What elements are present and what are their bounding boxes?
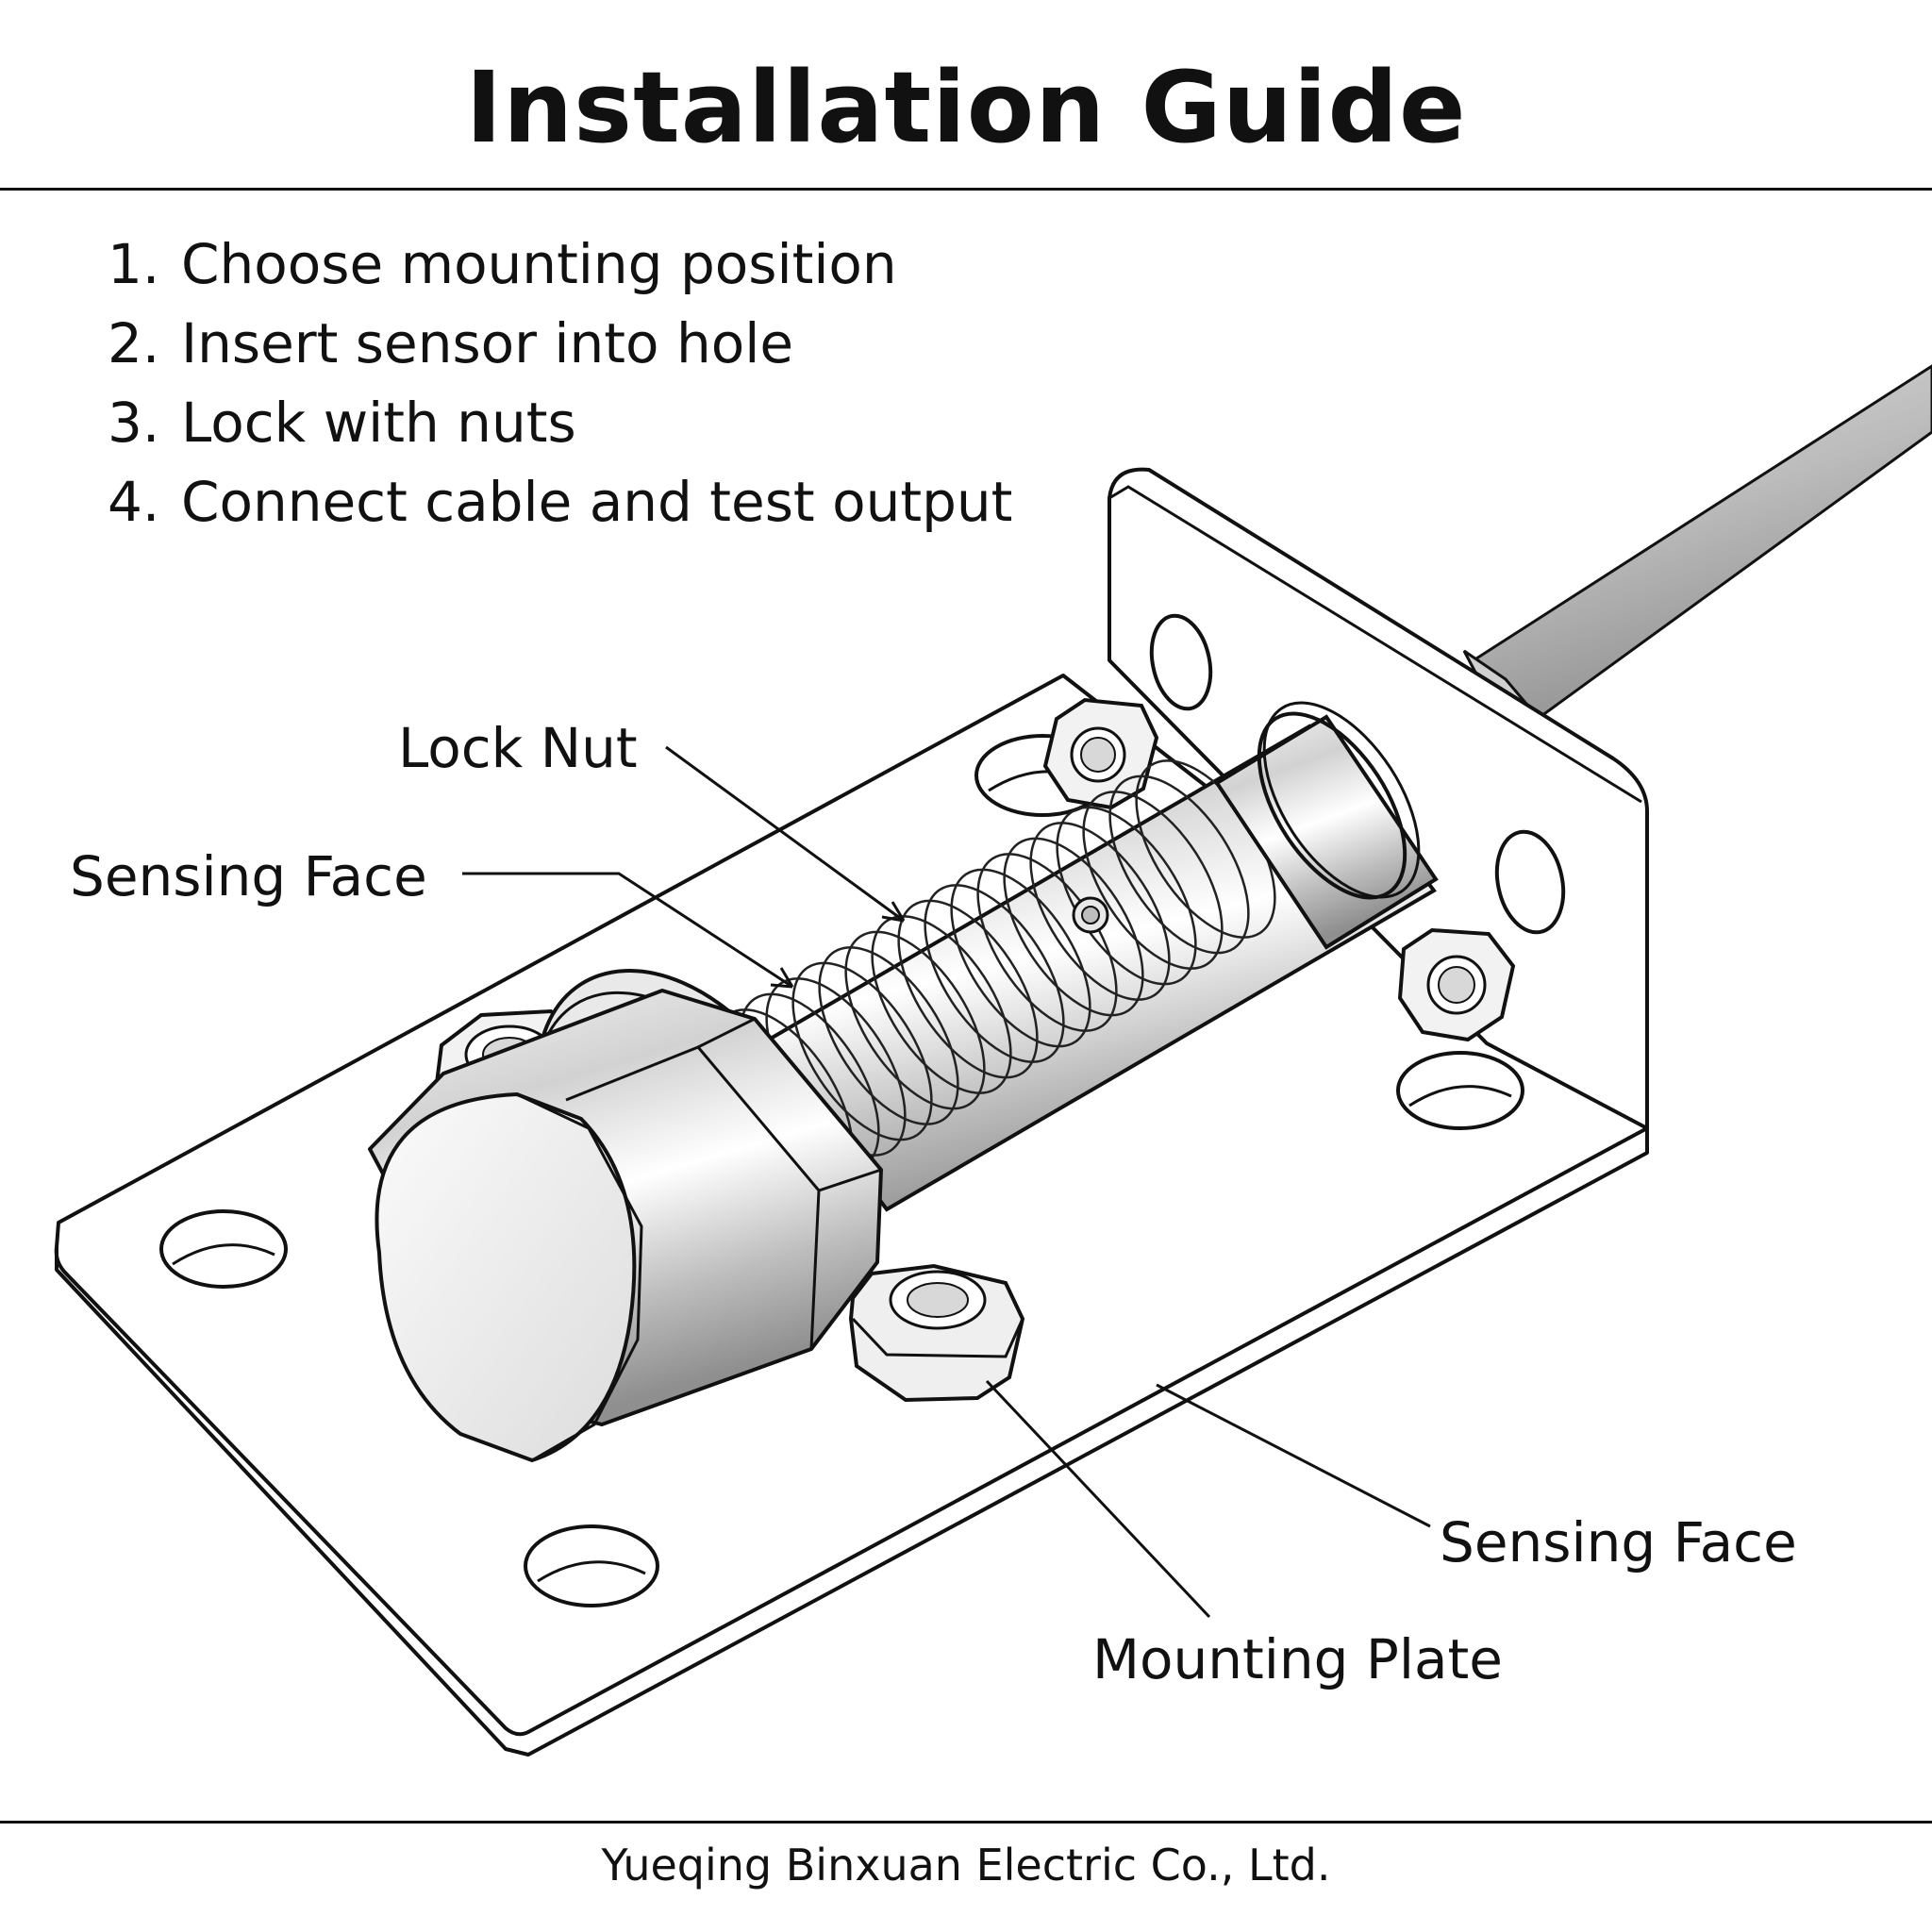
sensing-face-leader: [462, 872, 793, 989]
installation-steps: 1. Choose mounting position 2. Insert sens…: [108, 225, 1012, 541]
thread-ring: [791, 961, 933, 1141]
company-name: Yueqing Binxuan Electric Co., Ltd.: [601, 1840, 1331, 1890]
thread-ring: [818, 946, 959, 1125]
step-text: Lock with nuts: [181, 391, 576, 455]
hex-nut: [1397, 927, 1516, 1042]
thread-ring: [950, 868, 1091, 1048]
title-divider: [0, 188, 1932, 191]
plate-hole: [159, 1209, 288, 1289]
hex-nut: [848, 1263, 1025, 1403]
thread-ring: [1003, 837, 1144, 1017]
step-number: 4.: [108, 470, 160, 534]
step-text: Insert sensor into hole: [181, 311, 794, 375]
callout-lines: [462, 745, 1431, 1619]
lock-nut-assembly: [368, 969, 883, 1463]
thread-ring: [871, 915, 1012, 1094]
step-item: 3. Lock with nuts: [108, 383, 1012, 462]
plate-hole: [524, 1524, 659, 1607]
thread-ring: [1108, 774, 1250, 955]
step-item: 2. Insert sensor into hole: [108, 304, 1012, 383]
mounting-plate-label: Mounting Plate: [1092, 1627, 1503, 1691]
lock-nut-leader: [665, 745, 905, 923]
footer-divider: [0, 1821, 1932, 1824]
sensor-cable: [1462, 364, 1932, 750]
sensing-face-arrow: [770, 967, 794, 989]
sensing-face-label-right: Sensing Face: [1440, 1510, 1797, 1574]
step-number: 3.: [108, 391, 160, 455]
step-item: 1. Choose mounting position: [108, 225, 1012, 304]
plate-hole: [1396, 1051, 1524, 1130]
mounting-plate-leader: [985, 1379, 1211, 1619]
thread-ring: [844, 930, 986, 1110]
step-text: Choose mounting position: [181, 232, 897, 296]
step-text: Connect cable and test output: [181, 470, 1013, 534]
page-title: Installation Guide: [465, 50, 1467, 165]
thread-ring: [924, 884, 1065, 1063]
bracket-hole: [1494, 829, 1566, 935]
sensing-face-label-left: Sensing Face: [70, 844, 427, 908]
lock-nut-label: Lock Nut: [398, 716, 638, 780]
step-number: 1.: [108, 232, 160, 296]
step-number: 2.: [108, 311, 160, 375]
bracket-hole: [1149, 613, 1213, 711]
sensing-face-right-leader: [1156, 1383, 1431, 1528]
lock-nut-arrow: [881, 901, 906, 923]
step-item: 4. Connect cable and test output: [108, 462, 1012, 541]
thread-ring: [1029, 822, 1171, 1001]
thread-ring: [897, 899, 1039, 1079]
hex-nut: [1042, 697, 1159, 810]
thread-ring: [1082, 791, 1224, 970]
